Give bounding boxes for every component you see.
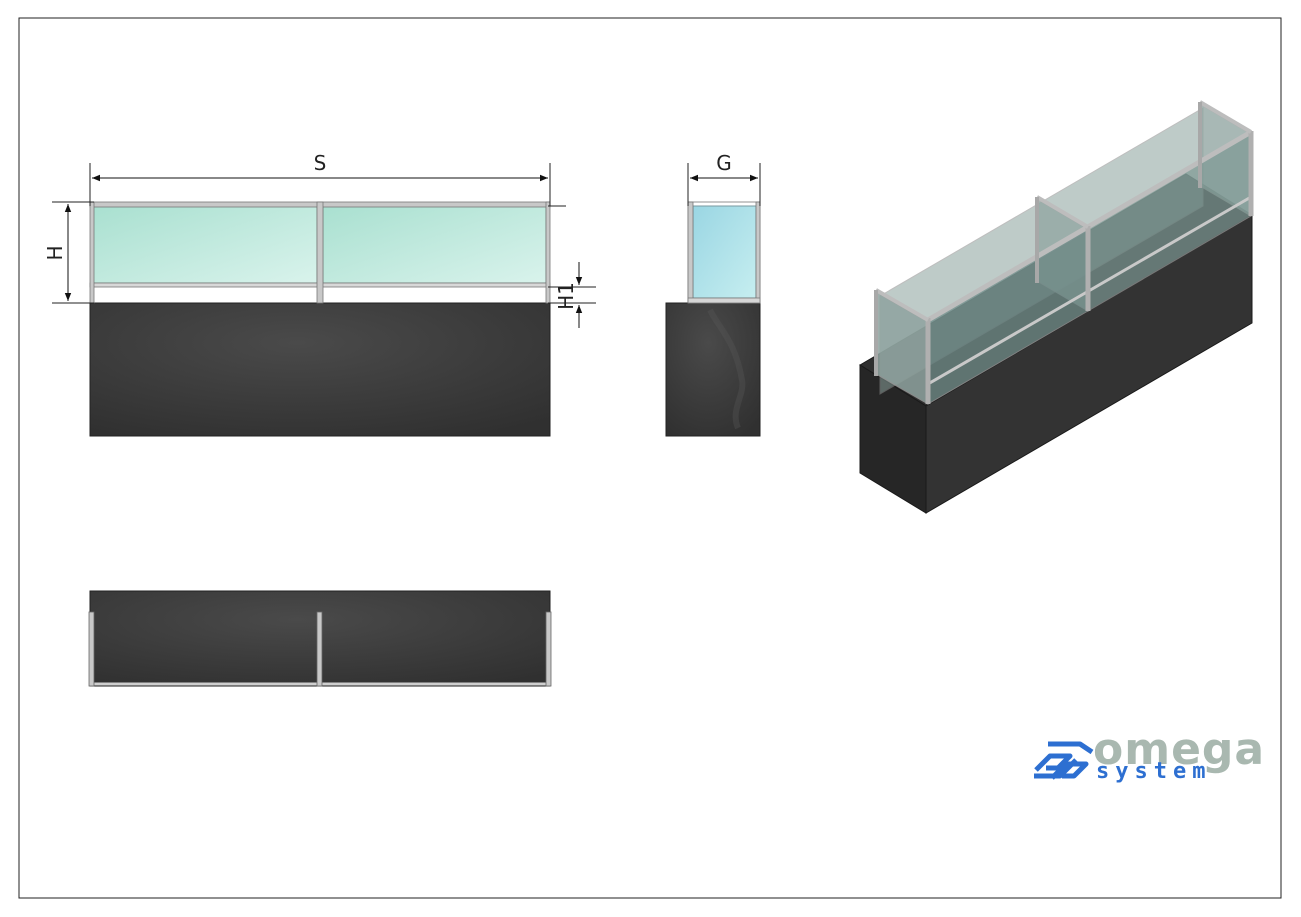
side-base-texture	[707, 308, 746, 430]
front-post-middle	[316, 201, 324, 304]
front-glass-panel-right	[322, 205, 547, 284]
omega-system-logo: omega system	[1034, 724, 1265, 784]
side-glass-panel	[692, 205, 757, 299]
side-base-block	[665, 302, 761, 437]
top-view	[88, 590, 552, 687]
front-view: S H H1	[43, 151, 596, 437]
side-view: G	[665, 151, 761, 437]
logo-sub-text: system	[1096, 759, 1211, 784]
iso-return-rail-left	[875, 288, 929, 322]
isometric-view	[859, 100, 1254, 514]
top-post-middle	[316, 611, 323, 687]
omega-logo-mark	[1034, 741, 1094, 780]
logo-main-text: omega	[1093, 724, 1265, 775]
iso-return-rail-right	[1198, 100, 1253, 134]
iso-return-rail-middle	[1035, 195, 1090, 229]
g-dimension-label: G	[716, 151, 732, 175]
front-post-right	[545, 201, 551, 304]
h1-dimension-label: H1	[554, 282, 578, 310]
s-dimension-label: S	[314, 151, 327, 175]
side-bottom-rail	[687, 297, 761, 304]
front-glass-panel-left	[92, 205, 318, 284]
side-post-right	[755, 201, 761, 304]
side-post-left	[687, 201, 694, 304]
front-post-left	[89, 201, 95, 304]
front-base-block	[89, 302, 551, 437]
top-post-left	[88, 611, 95, 687]
h-dimension-label: H	[43, 245, 67, 260]
top-post-right	[545, 611, 552, 687]
sheet-border	[18, 17, 1282, 899]
